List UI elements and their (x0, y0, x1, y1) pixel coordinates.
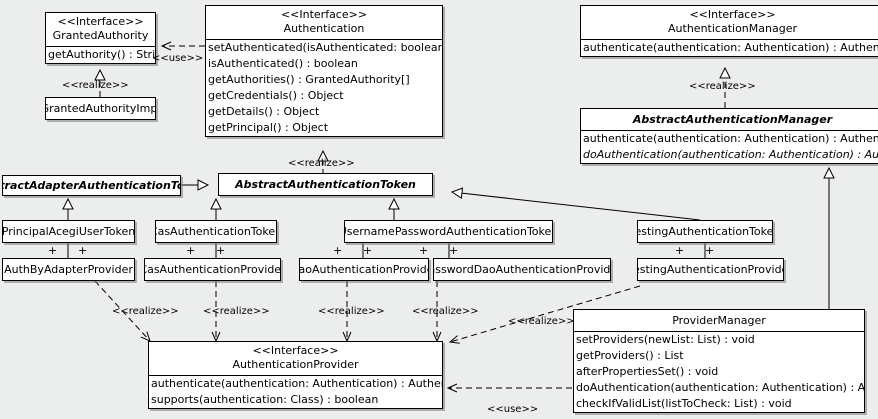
class-testing-authentication-provider[interactable]: TestingAuthenticationProvider (637, 258, 784, 281)
class-granted-authority[interactable]: <<Interface>> GrantedAuthority getAuthor… (45, 12, 156, 64)
class-authentication-manager[interactable]: <<Interface>> AuthenticationManager auth… (580, 5, 878, 57)
stereotype-label: <<Interface>> (280, 8, 368, 21)
operation-row: supports(authentication: Class) : boolea… (151, 393, 379, 406)
class-cas-authentication-provider[interactable]: CasAuthenticationProvider (144, 258, 281, 281)
class-abstract-adapter-authentication-token[interactable]: AbstractAdapterAuthenticationToken (2, 175, 181, 196)
multiplicity-principal-source: + (48, 244, 58, 257)
multiplicity-dao-target: + (363, 244, 373, 257)
stereotype-label: <<Interface>> (252, 344, 339, 357)
class-name: DaoAuthenticationProvider (299, 263, 428, 276)
class-provider-manager[interactable]: ProviderManager setProviders(newList: Li… (573, 309, 865, 413)
class-cas-authentication-token[interactable]: CasAuthenticationToken (155, 220, 277, 243)
operations-compartment: authenticate(authentication: Authenticat… (581, 130, 878, 163)
label-realize-daoauthenticationprovider: <<realize>> (318, 306, 385, 317)
multiplicity-principal-target: + (78, 244, 88, 257)
operation-row: getAuthority() : String (48, 48, 156, 61)
class-header: <<Interface>> GrantedAuthority (46, 13, 155, 46)
multiplicity-cas-target: + (216, 244, 226, 257)
class-name: GrantedAuthorityImpl (45, 102, 156, 115)
operation-row: getPrincipal() : Object (208, 121, 329, 134)
operation-row: authenticate(authentication: Authenticat… (583, 132, 878, 145)
class-name: PasswordDaoAuthenticationProvider (434, 263, 611, 276)
operations-compartment: authenticate(authentication: Authenticat… (581, 39, 878, 56)
operation-row: getCredentials() : Object (208, 89, 344, 102)
operation-row: getDetails() : Object (208, 105, 320, 118)
class-name: AbstractAuthenticationToken (235, 178, 416, 191)
multiplicity-testing-target: + (705, 244, 715, 257)
class-name: CasAuthenticationToken (155, 225, 277, 238)
class-name: GrantedAuthority (52, 29, 149, 42)
class-name: Authentication (283, 22, 365, 35)
operations-compartment: setAuthenticated(isAuthenticated: boolea… (206, 39, 442, 136)
class-authentication[interactable]: <<Interface>> Authentication setAuthenti… (205, 5, 443, 137)
operations-compartment: setProviders(newList: List) : void getPr… (574, 331, 864, 412)
label-use-providermanager: <<use>> (487, 404, 539, 415)
operation-row: isAuthenticated() : boolean (208, 57, 358, 70)
class-header: AbstractAuthenticationManager (581, 109, 878, 130)
class-name: PrincipalAcegiUserToken (2, 225, 135, 238)
label-realize-casauthenticationprovider: <<realize>> (203, 306, 270, 317)
label-realize-testingauthenticationprovider: <<realize>> (508, 316, 575, 327)
label-realize-abstractauthenticationtoken: <<realize>> (288, 158, 355, 169)
class-principal-acegi-user-token[interactable]: PrincipalAcegiUserToken (2, 220, 135, 243)
label-realize-passworddaoauthenticationprovider: <<realize>> (412, 306, 479, 317)
class-name: TestingAuthenticationProvider (638, 263, 783, 276)
class-abstract-authentication-manager[interactable]: AbstractAuthenticationManager authentica… (580, 108, 878, 164)
class-authentication-provider[interactable]: <<Interface>> AuthenticationProvider aut… (148, 341, 443, 409)
operations-compartment: authenticate(authentication: Authenticat… (149, 375, 442, 408)
class-name: ProviderManager (672, 314, 766, 327)
class-name: UsernamePasswordAuthenticationToken (344, 225, 553, 238)
class-header: <<Interface>> AuthenticationManager (581, 6, 878, 39)
class-name: AbstractAdapterAuthenticationToken (3, 179, 180, 192)
class-name: TestingAuthenticationToken (637, 225, 773, 238)
class-name: AuthByAdapterProvider (4, 263, 133, 276)
class-header: ProviderManager (574, 310, 864, 331)
class-auth-by-adapter-provider[interactable]: AuthByAdapterProvider (2, 258, 135, 281)
label-realize-abstractauthenticationmanager: <<realize>> (689, 81, 756, 92)
class-name: CasAuthenticationProvider (144, 263, 281, 276)
class-password-dao-authentication-provider[interactable]: PasswordDaoAuthenticationProvider (433, 258, 611, 281)
operation-row: setProviders(newList: List) : void (576, 333, 755, 346)
operation-row-abstract: doAuthentication(authentication: Authent… (583, 148, 878, 161)
class-header: <<Interface>> AuthenticationProvider (149, 342, 442, 375)
multiplicity-cas-source: + (186, 244, 196, 257)
operations-compartment: getAuthority() : String (46, 46, 155, 63)
multiplicity-passworddao-source: + (419, 244, 429, 257)
class-name: AbstractAuthenticationManager (632, 113, 833, 126)
operation-row: authenticate(authentication: Authenticat… (583, 41, 878, 54)
class-name: AuthenticationManager (668, 22, 797, 35)
operation-row: checkIfValidList(listToCheck: List) : vo… (576, 397, 792, 410)
operation-row: authenticate(authentication: Authenticat… (151, 377, 442, 390)
multiplicity-dao-source: + (333, 244, 343, 257)
multiplicity-passworddao-target: + (449, 244, 459, 257)
multiplicity-testing-source: + (675, 244, 685, 257)
stereotype-label: <<Interface>> (689, 8, 776, 21)
class-granted-authority-impl[interactable]: GrantedAuthorityImpl (45, 97, 156, 120)
label-use-authentication-grantedauthority: <<use>> (152, 53, 204, 64)
class-username-password-authentication-token[interactable]: UsernamePasswordAuthenticationToken (344, 220, 553, 243)
class-name: AuthenticationProvider (232, 358, 359, 371)
label-realize-authbyadapterprovider: <<realize>> (112, 306, 179, 317)
class-testing-authentication-token[interactable]: TestingAuthenticationToken (637, 220, 773, 243)
label-realize-grantedauthorityimpl: <<realize>> (62, 80, 129, 91)
link-generalization-testingtoken (450, 187, 701, 221)
operation-row: getAuthorities() : GrantedAuthority[] (208, 73, 410, 86)
class-header: <<Interface>> Authentication (206, 6, 442, 39)
operation-row: setAuthenticated(isAuthenticated: boolea… (208, 41, 442, 54)
operation-row: doAuthentication(authentication: Authent… (576, 381, 865, 394)
stereotype-label: <<Interface>> (57, 15, 144, 28)
class-dao-authentication-provider[interactable]: DaoAuthenticationProvider (299, 258, 429, 281)
operation-row: getProviders() : List (576, 349, 684, 362)
operation-row: afterPropertiesSet() : void (576, 365, 719, 378)
class-abstract-authentication-token[interactable]: AbstractAuthenticationToken (218, 173, 433, 196)
